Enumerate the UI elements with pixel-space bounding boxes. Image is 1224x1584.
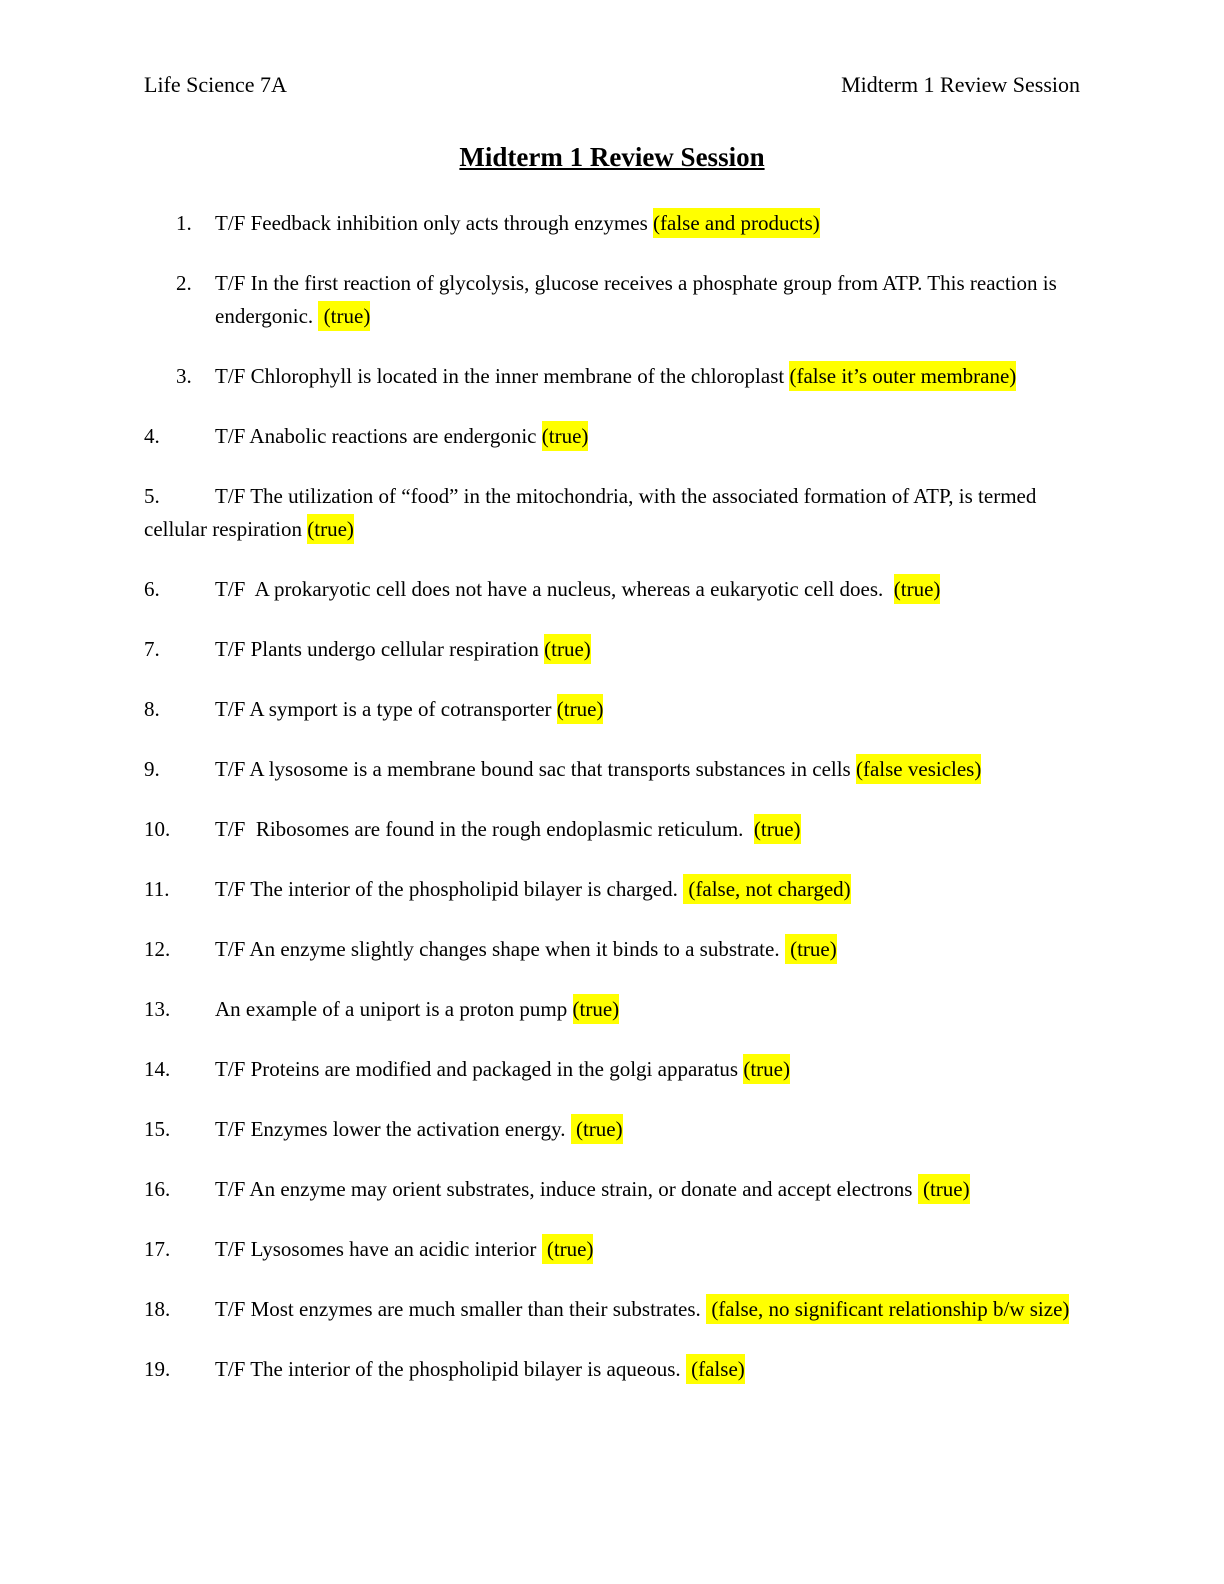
question-item: 8. T/F A symport is a type of cotransport… [144,693,1080,726]
question-item: 15. T/F Enzymes lower the activation ener… [144,1113,1080,1146]
question-number: 10. [144,817,171,841]
question-text: T/F An enzyme slightly changes shape whe… [215,937,785,961]
question-text: T/F Plants undergo cellular respiration [215,637,545,661]
highlighted-answer: (false) [685,1354,745,1384]
question-item: 4.T/F Anabolic reactions are endergonic … [144,420,1080,453]
question-number: 12. [144,937,171,961]
question-number: 16. [144,1177,171,1201]
question-item: 9. T/F A lysosome is a membrane bound sac… [144,753,1080,786]
question-text: T/F Lysosomes have an acidic interior [215,1237,542,1261]
question-item: 12. T/F An enzyme slightly changes shape … [144,933,1080,966]
question-item: 14. T/F Proteins are modified and package… [144,1053,1080,1086]
header-right-title: Midterm 1 Review Session [841,72,1080,97]
question-item: 2. T/F In the first reaction of glycolysi… [144,267,1080,333]
question-number: 4. [144,424,160,448]
question-text: T/F Enzymes lower the activation energy. [215,1117,571,1141]
question-item: 1. T/F Feedback inhibition only acts thro… [144,207,1080,240]
highlighted-answer: (true) [572,994,620,1024]
question-text: T/F The interior of the phospholipid bil… [215,1357,686,1381]
question-number: 7. [144,637,160,661]
question-item: 6. T/F A prokaryotic cell does not have a… [144,573,1080,606]
highlighted-answer: (true) [544,634,591,664]
question-number: 6. [144,577,160,601]
question-number: 11. [144,877,170,901]
question-number: 3. [176,364,192,388]
highlighted-answer: (true) [307,514,354,544]
question-item: 5.T/F The utilization of “food” in the m… [144,480,1080,546]
question-text: T/F Most enzymes are much smaller than t… [215,1297,707,1321]
highlighted-answer: (false, not charged) [683,874,851,904]
question-item: 18. T/F Most enzymes are much smaller tha… [144,1293,1080,1326]
highlighted-answer: (true) [893,574,941,604]
highlighted-answer: (true) [318,301,371,331]
question-number: 18. [144,1297,171,1321]
question-text: T/F A prokaryotic cell does not have a n… [215,577,894,601]
highlighted-answer: (false, no significant relationship b/w … [706,1294,1070,1324]
header-left-course: Life Science 7A [144,72,287,97]
question-text: T/F The interior of the phospholipid bil… [215,877,684,901]
question-number: 1. [176,211,192,235]
page-header: Life Science 7A Midterm 1 Review Session [144,72,1080,98]
question-text: T/F Feedback inhibition only acts throug… [215,211,654,235]
question-item: 16. T/F An enzyme may orient substrates, … [144,1173,1080,1206]
question-list: 1. T/F Feedback inhibition only acts thro… [144,207,1080,1386]
question-item: 3. T/F Chlorophyll is located in the inne… [144,360,1080,393]
question-item: 10. T/F Ribosomes are found in the rough … [144,813,1080,846]
question-number: 8. [144,697,160,721]
question-item: 7. T/F Plants undergo cellular respiratio… [144,633,1080,666]
question-number: 13. [144,997,171,1021]
question-number: 9. [144,757,160,781]
highlighted-answer: (true) [556,694,604,724]
highlighted-answer: (true) [570,1114,623,1144]
highlighted-answer: (true) [541,1234,594,1264]
question-text: T/F In the first reaction of glycolysis,… [215,271,1063,328]
page-title: Midterm 1 Review Session [459,142,765,172]
question-number: 2. [176,271,192,295]
highlighted-answer: (true) [753,814,801,844]
highlighted-answer: (true) [917,1174,970,1204]
question-text: An example of a uniport is a proton pump [215,997,573,1021]
question-item: 11. T/F The interior of the phospholipid … [144,873,1080,906]
highlighted-answer: (false vesicles) [855,754,982,784]
question-text: T/F An enzyme may orient substrates, ind… [215,1177,918,1201]
highlighted-answer: (true) [541,421,589,451]
question-number: 14. [144,1057,171,1081]
question-text: T/F Chlorophyll is located in the inner … [215,364,790,388]
highlighted-answer: (false and products) [653,208,820,238]
highlighted-answer: (true) [784,934,837,964]
highlighted-answer: (true) [743,1054,790,1084]
highlighted-answer: (false it’s outer membrane) [789,361,1017,391]
question-item: 17. T/F Lysosomes have an acidic interior… [144,1233,1080,1266]
question-number: 5. [144,484,160,508]
question-number: 17. [144,1237,171,1261]
question-item: 19. T/F The interior of the phospholipid … [144,1353,1080,1386]
question-text: T/F A lysosome is a membrane bound sac t… [215,757,856,781]
question-text: T/F Proteins are modified and packaged i… [215,1057,744,1081]
question-item: 13. An example of a uniport is a proton p… [144,993,1080,1026]
question-number: 19. [144,1357,171,1381]
question-text: T/F The utilization of “food” in the mit… [144,484,1042,541]
question-number: 15. [144,1117,171,1141]
question-text: T/F Anabolic reactions are endergonic [215,424,542,448]
question-text: T/F A symport is a type of cotransporter [215,697,557,721]
question-text: T/F Ribosomes are found in the rough end… [215,817,754,841]
